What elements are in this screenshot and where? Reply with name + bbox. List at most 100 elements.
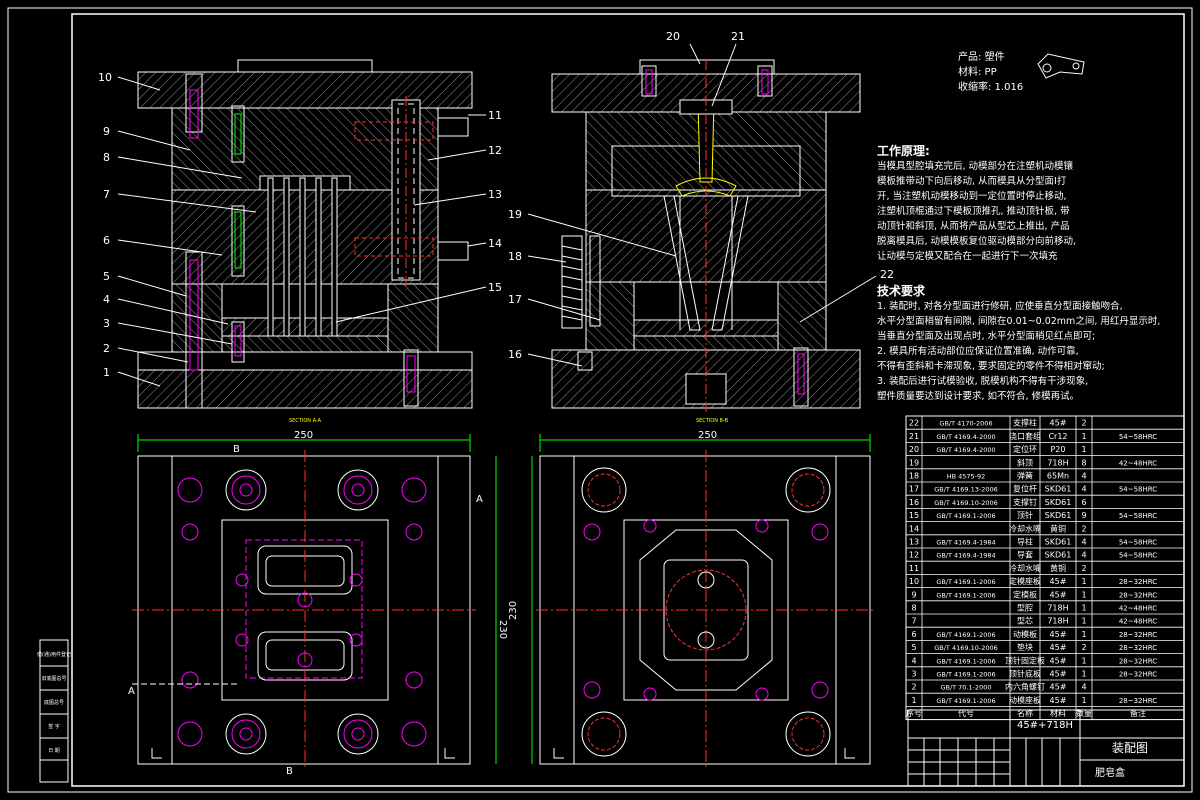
dim-width-right: 250: [698, 430, 717, 441]
tech-line: 不得有歪斜和卡滞现象, 要求固定的零件不得相对窜动;: [877, 361, 1105, 372]
bom-cell-no: 15: [909, 511, 919, 520]
bom-cell-qty: 6: [1081, 498, 1086, 507]
bom-cell-name: 顶针: [1017, 510, 1033, 520]
cut-label-b-bottom: B: [286, 766, 293, 777]
bom-cell-name: 冷却水嘴: [1009, 563, 1041, 573]
bom-cell-name: 动模座板: [1009, 695, 1041, 705]
balloon-12: 12: [488, 144, 502, 157]
balloon-3: 3: [103, 317, 110, 330]
bom-cell-mat: 黄铜: [1050, 523, 1066, 533]
bom-cell-qty: 1: [1081, 670, 1086, 679]
bom-cell-qty: 1: [1081, 445, 1086, 454]
work-line: 模板推带动下向后移动, 从而模具从分型面I打: [877, 176, 1067, 187]
work-line: 让动模与定模又配合在一起进行下一次填充: [877, 251, 1058, 262]
bom-cell-no: 1: [911, 696, 916, 705]
bom-cell-no: 9: [911, 590, 916, 599]
bom-cell-name: 定位环: [1013, 444, 1037, 454]
bom-cell-no: 20: [909, 445, 919, 454]
bom-cell-note: 28~32HRC: [1119, 591, 1157, 599]
balloon-15: 15: [488, 281, 502, 294]
bom-cell-code: GB/T 4169.4-2000: [936, 446, 995, 454]
tech-line: 水平分型面稍留有间隙, 间隙在0.01~0.02mm之间, 用红丹显示时,: [877, 316, 1161, 327]
bom-header-mat: 材料: [1050, 708, 1066, 718]
cut-label-b-top: B: [233, 444, 240, 455]
bom-cell-no: 21: [909, 432, 919, 441]
bom-cell-code: GB/T 4169.10-2006: [934, 499, 998, 507]
bom-cell-qty: 9: [1081, 511, 1086, 520]
bom-cell-mat: 45#: [1050, 590, 1067, 599]
bom-cell-code: GB/T 4169.1-2006: [936, 591, 995, 599]
balloon-4: 4: [103, 293, 110, 306]
work-line: 动顶针和斜顶, 从而将产品从型芯上推出, 产品: [877, 221, 1070, 232]
bom-cell-name: 型腔: [1017, 603, 1033, 613]
bom-header-qty: 数量: [1076, 708, 1092, 718]
title-part-name: 肥皂盒: [1095, 766, 1125, 779]
sheet-frame: [7, 7, 1193, 793]
title-drawing-name: 装配图: [1112, 741, 1148, 755]
section-b-b: [551, 59, 861, 412]
bom-cell-no: 8: [911, 604, 916, 613]
bom-cell-note: 54~58HRC: [1119, 539, 1157, 547]
bom-cell-qty: 8: [1081, 458, 1086, 467]
bom-header-name: 名称: [1017, 708, 1033, 718]
bom-cell-no: 13: [909, 538, 919, 547]
bom-cell-name: 型芯: [1017, 616, 1033, 626]
bom-cell-code: GB/T 4169.1-2006: [936, 697, 995, 705]
bom-cell-no: 11: [909, 564, 919, 573]
balloon-13: 13: [488, 188, 502, 201]
plan-view-left: 250 230: [128, 430, 508, 777]
bom-cell-code: GB/T 4169.1-2006: [936, 512, 995, 520]
bom-cell-name: 导套: [1017, 550, 1033, 560]
stamp-text-3: 签 字: [48, 723, 60, 730]
bom-cell-note: 54~58HRC: [1119, 512, 1157, 520]
bom-cell-qty: 4: [1081, 551, 1086, 560]
dim-width-left: 250: [294, 430, 313, 441]
bom-cell-no: 19: [909, 458, 919, 467]
bom-cell-mat: 45#: [1050, 696, 1067, 705]
product-line-3: 收缩率: 1.016: [958, 82, 1024, 93]
bom-cell-qty: 1: [1081, 630, 1086, 639]
dim-height-right: 230: [508, 601, 519, 620]
bom-cell-no: 16: [909, 498, 919, 507]
bom-cell-mat: 718H: [1047, 458, 1068, 467]
tech-req-title: 技术要求: [877, 284, 926, 298]
bom-cell-qty: 2: [1081, 564, 1086, 573]
bom-cell-mat: 45#: [1050, 577, 1067, 586]
bom-cell-no: 17: [909, 485, 919, 494]
bom-cell-note: 28~32HRC: [1119, 644, 1157, 652]
dim-height-left: 230: [497, 620, 508, 639]
stamp-text-2: 底图总号: [44, 699, 64, 706]
work-line: 注塑机顶棍通过下模板顶推孔, 推动顶针板, 带: [877, 206, 1070, 217]
bom-cell-name: 顶针固定板: [1005, 655, 1045, 665]
bom-cell-qty: 4: [1081, 485, 1086, 494]
balloon-6: 6: [103, 234, 110, 247]
bom-cell-qty: 2: [1081, 419, 1086, 428]
bom-cell-name: 定模座板: [1009, 576, 1041, 586]
bom-cell-note: 54~58HRC: [1119, 486, 1157, 494]
stamp-text-1: 旧底图总号: [41, 675, 66, 682]
balloons-b: 20 21 19 18 17 16 22: [508, 30, 894, 367]
bom-cell-note: 28~32HRC: [1119, 697, 1157, 705]
work-line: 开, 当注塑机动模移动到一定位置时停止移动,: [877, 191, 1067, 202]
cut-label-a-top: A: [476, 494, 483, 505]
stamp-text-4: 日 期: [48, 748, 60, 754]
bom-cell-no: 12: [909, 551, 919, 560]
bom-cell-code: GB/T 4169.1-2006: [936, 578, 995, 586]
balloon-17: 17: [508, 293, 522, 306]
balloon-2: 2: [103, 342, 110, 355]
stamp-text-0: 借(通)用件登记: [37, 651, 71, 658]
bom-header-note: 备注: [1130, 708, 1146, 718]
bom-cell-qty: 1: [1081, 696, 1086, 705]
work-principle-title: 工作原理:: [877, 144, 930, 158]
balloon-1: 1: [103, 366, 110, 379]
bom-cell-name: 弹簧: [1017, 471, 1033, 481]
bom-cell-qty: 4: [1081, 472, 1086, 481]
tech-line: 塑件质量要达到设计要求, 如不符合, 修模再试。: [877, 391, 1080, 402]
bom-cell-note: 42~48HRC: [1119, 605, 1157, 613]
bom-cell-mat: SKD61: [1045, 538, 1072, 547]
bom-cell-note: 28~32HRC: [1119, 657, 1157, 665]
bom-cell-code: GB/T 4169.1-2006: [936, 671, 995, 679]
bom-cell-mat: 45#: [1050, 683, 1067, 692]
balloon-10: 10: [98, 71, 112, 84]
